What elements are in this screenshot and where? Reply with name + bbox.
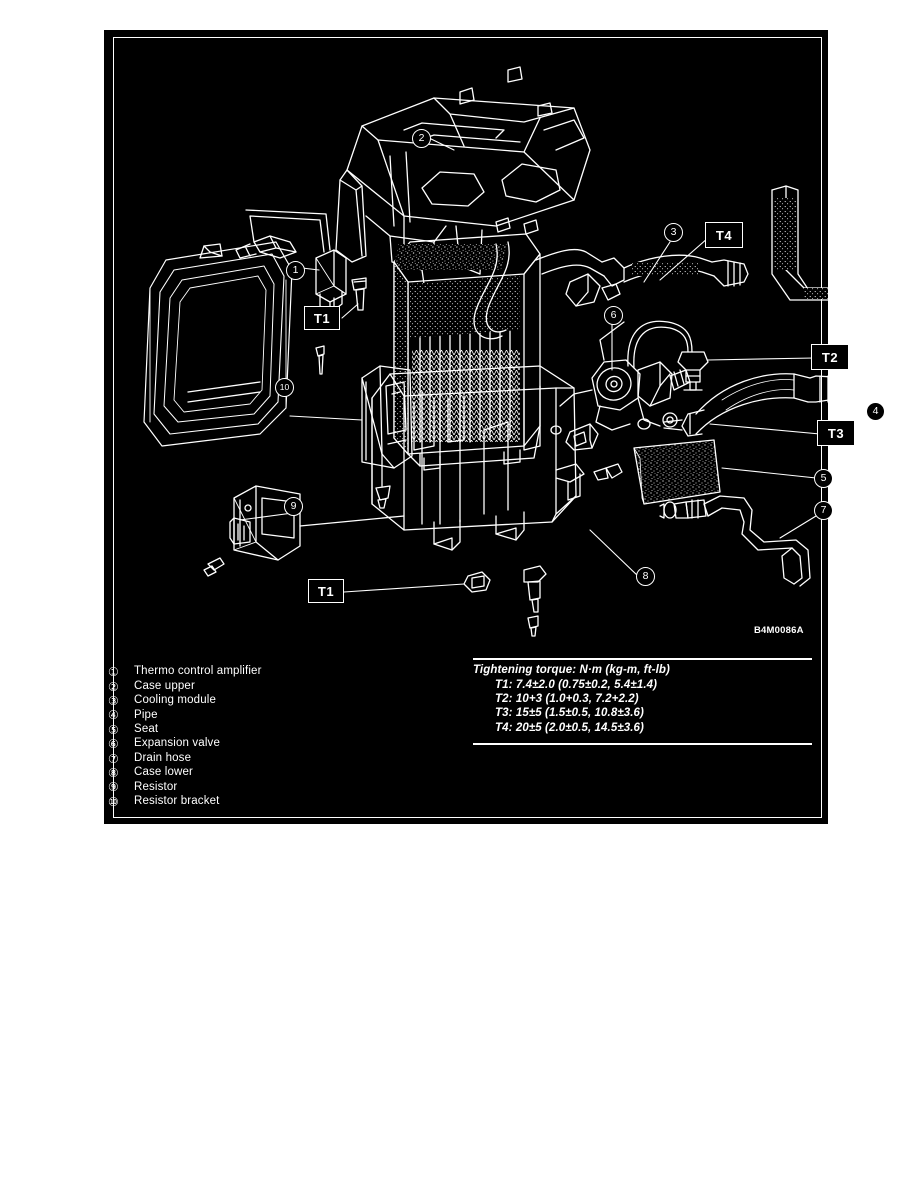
legend-marker: ①	[108, 665, 119, 680]
legend-marker: ⑨	[108, 780, 119, 795]
drain-hose-part	[659, 495, 811, 587]
callout-t1-lower-text: T1	[317, 583, 335, 599]
legend-item: ⑨ Resistor	[108, 780, 438, 794]
part-marker-2: 2	[412, 129, 431, 148]
legend-label: Cooling module	[134, 694, 217, 707]
pipe-part	[771, 185, 828, 301]
suction-hose-part	[663, 373, 828, 437]
torque-row-t3: T3: 15±5 (1.5±0.5, 10.8±3.6)	[495, 707, 644, 720]
thermo-sensor-part	[677, 351, 709, 391]
legend-label: Expansion valve	[134, 737, 220, 750]
fasteners	[315, 217, 651, 637]
callout-t1-lower: T1	[308, 579, 344, 603]
callout-t1-upper: T1	[304, 306, 340, 330]
part-marker-5: 5	[814, 469, 833, 488]
part-marker-9: 9	[284, 497, 303, 516]
legend-marker: ⑤	[108, 722, 119, 737]
resistor-bracket-part	[361, 365, 413, 509]
legend-marker: ⑦	[108, 751, 119, 766]
legend-label: Case lower	[134, 766, 194, 779]
legend-item: ⑧ Case lower	[108, 766, 438, 780]
part-marker-8: 8	[636, 567, 655, 586]
torque-table-title: Tightening torque: N·m (kg-m, ft-lb)	[473, 664, 670, 676]
exploded-view-drawing	[104, 30, 828, 650]
callout-t2-text: T2	[821, 349, 839, 365]
torque-row-t2: T2: 10+3 (1.0+0.3, 7.2+2.2)	[495, 693, 639, 706]
torque-row-t4: T4: 20±5 (2.0±0.5, 14.5±3.6)	[495, 721, 644, 734]
callout-t4: T4	[705, 222, 743, 248]
legend-label: Case upper	[134, 679, 195, 692]
torque-row-t1: T1: 7.4±2.0 (0.75±0.2, 5.4±1.4)	[495, 679, 658, 691]
figure-code: B4M0086A	[754, 625, 804, 636]
legend-label: Resistor	[134, 780, 178, 793]
legend-label: Seat	[134, 723, 159, 735]
legend-marker: ⑩	[108, 794, 119, 809]
legend-marker: ②	[108, 679, 119, 694]
legend-label: Pipe	[134, 708, 158, 721]
part-marker-10: 10	[275, 378, 294, 397]
expansion-valve-part	[559, 320, 693, 431]
legend-marker: ⑥	[108, 737, 119, 752]
callout-t3-text: T3	[827, 425, 845, 441]
figure-panel: T1 T4 T2 T3 T1 2 1 3 6 4 5 7 8 9 10 B4M0…	[104, 30, 885, 824]
legend-item: ④ Pipe	[108, 708, 438, 722]
callout-t3: T3	[817, 420, 855, 446]
part-marker-4: 4	[866, 402, 885, 421]
legend-item: ② Case upper	[108, 679, 438, 693]
case-seal-frame	[143, 241, 293, 447]
thermo-amplifier-part	[235, 209, 347, 313]
legend-label: Thermo control amplifier	[134, 665, 262, 678]
legend-item: ⑥ Expansion valve	[108, 737, 438, 751]
legend-label: Resistor bracket	[134, 794, 220, 807]
legend-label: Drain hose	[134, 751, 192, 764]
cooling-module-part	[392, 233, 541, 471]
part-marker-7: 7	[814, 501, 833, 520]
legend-item: ⑤ Seat	[108, 723, 438, 737]
legend-item: ③ Cooling module	[108, 694, 438, 708]
part-marker-3: 3	[664, 223, 683, 242]
legend-item: ① Thermo control amplifier	[108, 665, 438, 679]
resistor-part	[203, 485, 405, 577]
seat-part	[633, 439, 721, 505]
tightening-torque-table: Tightening torque: N·m (kg-m, ft-lb) T1:…	[473, 658, 813, 745]
legend-marker: ③	[108, 693, 119, 708]
callout-t1-upper-text: T1	[313, 310, 331, 326]
legend-item: ⑩ Resistor bracket	[108, 795, 438, 809]
parts-legend: ① Thermo control amplifier ② Case upper …	[108, 665, 438, 809]
leader-lines	[239, 137, 821, 593]
discharge-hose-part	[473, 241, 749, 340]
legend-marker: ⑧	[108, 765, 119, 780]
callout-t2: T2	[811, 344, 849, 370]
torque-rule-top	[473, 658, 812, 660]
part-marker-1: 1	[286, 261, 305, 280]
torque-rule-bottom	[473, 742, 812, 745]
part-marker-6: 6	[604, 306, 623, 325]
legend-marker: ④	[108, 708, 119, 723]
callout-t4-text: T4	[715, 227, 733, 243]
legend-item: ⑦ Drain hose	[108, 751, 438, 765]
